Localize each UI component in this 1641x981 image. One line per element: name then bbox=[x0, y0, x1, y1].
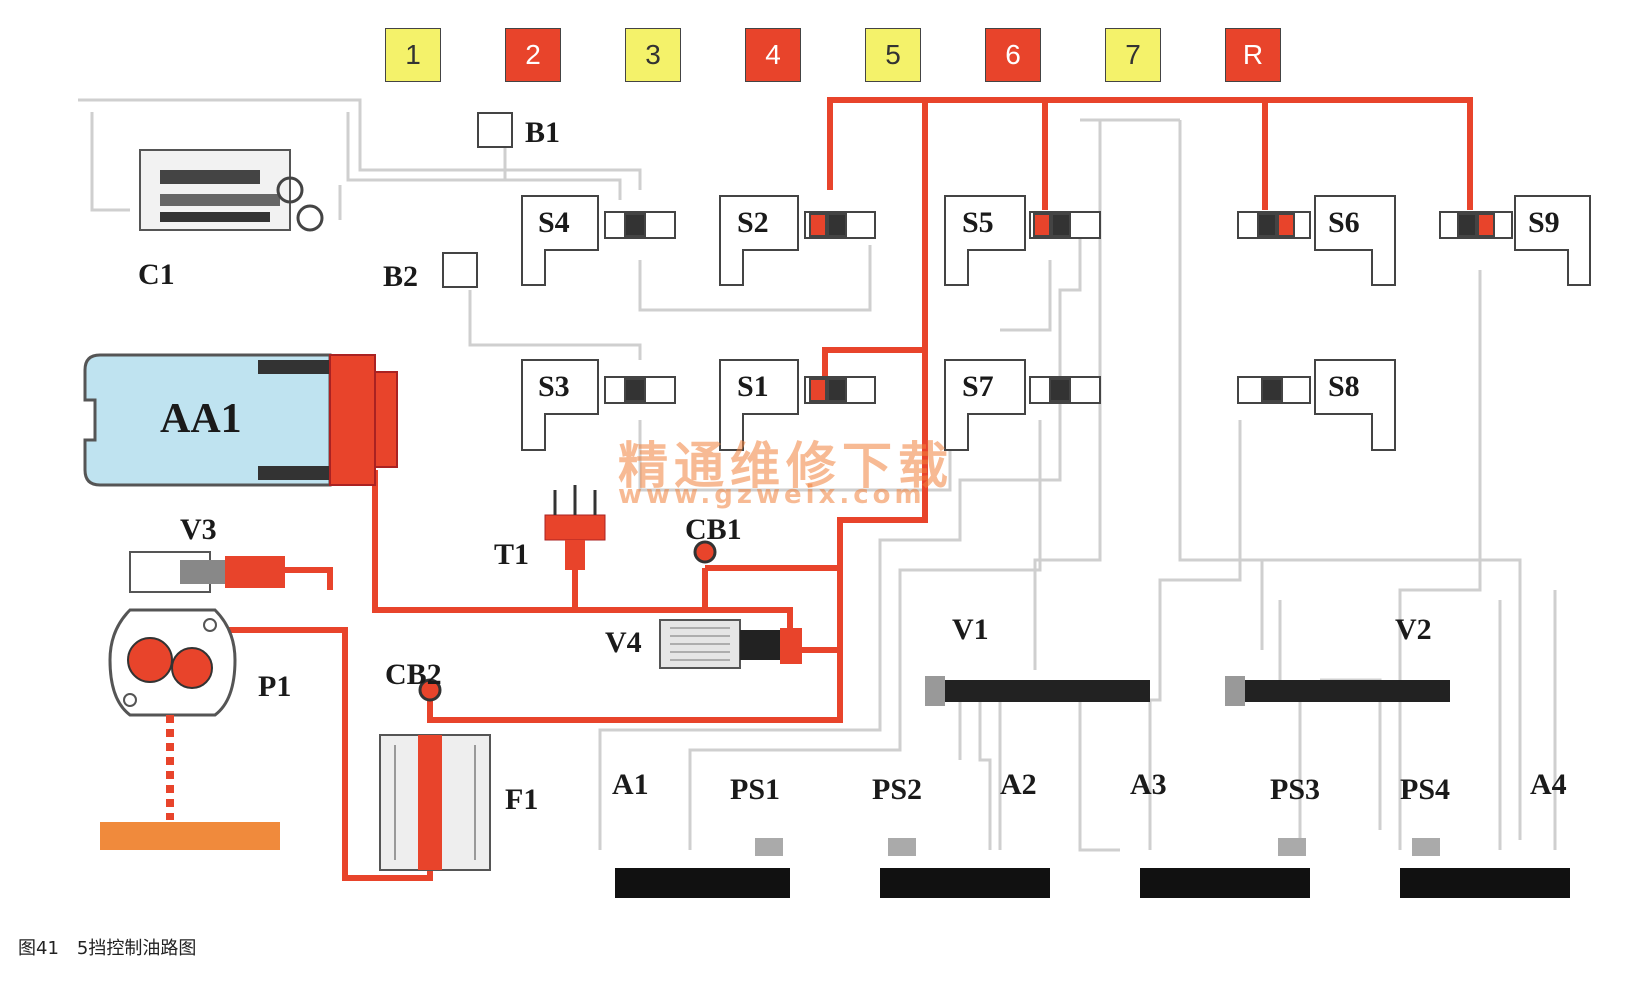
actuators bbox=[615, 838, 1570, 898]
label-s3: S3 bbox=[538, 370, 570, 403]
label-b2: B2 bbox=[383, 260, 419, 293]
label-a1: A1 bbox=[612, 768, 649, 801]
watermark-text: 精通维修下载 bbox=[618, 437, 954, 495]
b2-box bbox=[442, 252, 478, 288]
f1-filter bbox=[379, 734, 491, 871]
gear-box-r: R bbox=[1225, 28, 1281, 82]
gray-lines bbox=[78, 98, 1557, 852]
label-s4: S4 bbox=[538, 206, 570, 239]
label-s8: S8 bbox=[1328, 370, 1360, 403]
cb2-check-ball bbox=[418, 678, 442, 702]
gear-box-1: 1 bbox=[385, 28, 441, 82]
label-ps1: PS1 bbox=[730, 773, 781, 806]
gear-box-4: 4 bbox=[745, 28, 801, 82]
gear-box-5: 5 bbox=[865, 28, 921, 82]
label-a2: A2 bbox=[1000, 768, 1037, 801]
label-v1: V1 bbox=[952, 613, 989, 646]
t1-sensor bbox=[544, 485, 606, 570]
label-s6: S6 bbox=[1328, 206, 1360, 239]
gear-box-2: 2 bbox=[505, 28, 561, 82]
label-ps4: PS4 bbox=[1400, 773, 1451, 806]
p1-pump bbox=[100, 608, 280, 850]
label-c1: C1 bbox=[138, 258, 175, 291]
label-p1: P1 bbox=[258, 670, 292, 703]
label-s1: S1 bbox=[737, 370, 769, 403]
label-a3: A3 bbox=[1130, 768, 1167, 801]
label-b1: B1 bbox=[525, 116, 561, 149]
solenoids bbox=[521, 195, 1591, 451]
watermark-url: www.gzweix.com bbox=[618, 480, 926, 510]
pressure-lines bbox=[175, 97, 1473, 881]
label-t1: T1 bbox=[494, 538, 530, 571]
v1-v2-valves bbox=[925, 676, 1450, 706]
cb1-check-ball bbox=[693, 540, 717, 564]
label-s7: S7 bbox=[962, 370, 994, 403]
c1-clutch bbox=[139, 149, 324, 232]
label-aa1: AA1 bbox=[160, 396, 242, 442]
v4-valve bbox=[659, 619, 802, 669]
label-ps3: PS3 bbox=[1270, 773, 1321, 806]
label-a4: A4 bbox=[1530, 768, 1567, 801]
gear-box-7: 7 bbox=[1105, 28, 1161, 82]
figure-caption: 图41 5挡控制油路图 bbox=[18, 938, 197, 959]
label-cb1: CB1 bbox=[685, 513, 742, 546]
label-ps2: PS2 bbox=[872, 773, 923, 806]
label-v4: V4 bbox=[605, 626, 642, 659]
gear-box-3: 3 bbox=[625, 28, 681, 82]
b1-box bbox=[477, 112, 513, 148]
label-cb2: CB2 bbox=[385, 658, 442, 691]
label-v2: V2 bbox=[1395, 613, 1432, 646]
aa1-accumulator bbox=[83, 353, 398, 487]
label-s5: S5 bbox=[962, 206, 994, 239]
label-v3: V3 bbox=[180, 513, 217, 546]
v3-valve bbox=[129, 551, 285, 593]
label-f1: F1 bbox=[505, 783, 539, 816]
label-s9: S9 bbox=[1528, 206, 1560, 239]
gear-box-6: 6 bbox=[985, 28, 1041, 82]
label-s2: S2 bbox=[737, 206, 769, 239]
